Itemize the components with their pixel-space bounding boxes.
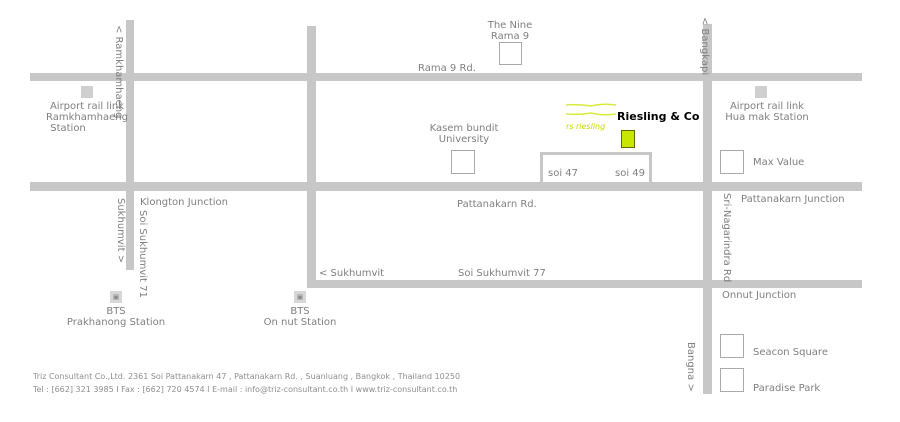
riesling-co-label: Riesling & Co [617, 110, 700, 123]
soi-47-49-frame [540, 152, 652, 184]
paradise-park-building [720, 368, 744, 392]
airport-huamak-line2: Hua mak Station [725, 112, 809, 123]
bangna-label: Bangna > [685, 342, 696, 392]
airport-rail-station-icon [755, 86, 767, 98]
footer-address: Triz Consultant Co.,Ltd. 2361 Soi Pattan… [33, 372, 461, 381]
soi-sukhumvit-77-road [316, 280, 862, 288]
airport-rail-station-icon [81, 86, 93, 98]
klongton-junction-label: Klongton Junction [140, 197, 228, 208]
srinagarindra-label: Sri-Nagarindra Rd [721, 193, 732, 283]
riesling-logo-text: rs riesling [566, 122, 606, 131]
rama-9-place-label: Rama 9 [490, 31, 530, 42]
soi-47-label: soi 47 [548, 168, 579, 179]
soi-49-label: soi 49 [615, 168, 646, 179]
airport-ramkhamhaeng-line3: Station [50, 123, 86, 134]
airport-huamak-line1: Airport rail link [729, 101, 805, 112]
kasem-bundit-building [451, 150, 475, 174]
bts-onnut-line2: On nut Station [263, 317, 337, 328]
footer-contact: Tel : [662] 321 3985 I Fax : [662] 720 4… [33, 385, 458, 394]
soi-sukhumvit-71-label: Soi Sukhumvit 71 [137, 210, 148, 298]
the-nine-building [499, 42, 522, 65]
pattanakarn-road [30, 182, 862, 191]
max-value-building [720, 150, 744, 174]
bts-prakhanong-line1: BTS [106, 306, 126, 317]
paradise-park-label: Paradise Park [753, 383, 821, 394]
bts-train-icon: ▣ [294, 291, 306, 303]
pattanakarn-junction-label: Pattanakarn Junction [741, 194, 845, 205]
srinagarindra-road [703, 24, 712, 394]
riesling-logo-icon [565, 103, 617, 116]
ramkhamhaeng-road [126, 20, 134, 270]
bts-train-icon: ▣ [110, 291, 122, 303]
onnut-junction-label: Onnut Junction [722, 290, 797, 301]
seacon-square-label: Seacon Square [753, 347, 828, 358]
soi-sukhumvit-77-label: Soi Sukhumvit 77 [458, 268, 546, 279]
pattanakarn-road-label: Pattanakarn Rd. [457, 199, 537, 210]
rama9-road-label: Rama 9 Rd. [418, 63, 476, 74]
airport-ramkhamhaeng-line2: Ramkhamhaeng [46, 112, 128, 123]
kasem-bundit-line1: Kasem bundit [429, 123, 499, 134]
airport-ramkhamhaeng-line1: Airport rail link [49, 101, 125, 112]
rama9-road [30, 73, 862, 81]
sukhumvit-vertical-label: Sukhumvit > [115, 198, 126, 264]
bangkapi-label: < Bangkapi [699, 17, 710, 76]
sukhumvit-left-label: < Sukhumvit [319, 268, 385, 279]
max-value-label: Max Value [753, 157, 805, 168]
bts-prakhanong-line2: Prakhanong Station [66, 317, 166, 328]
seacon-square-building [720, 334, 744, 358]
the-nine-label: The Nine [487, 20, 533, 31]
kasem-bundit-line2: University [438, 134, 490, 145]
riesling-location-marker[interactable] [621, 130, 635, 148]
middle-vertical-road [307, 26, 316, 288]
bts-onnut-line1: BTS [290, 306, 310, 317]
